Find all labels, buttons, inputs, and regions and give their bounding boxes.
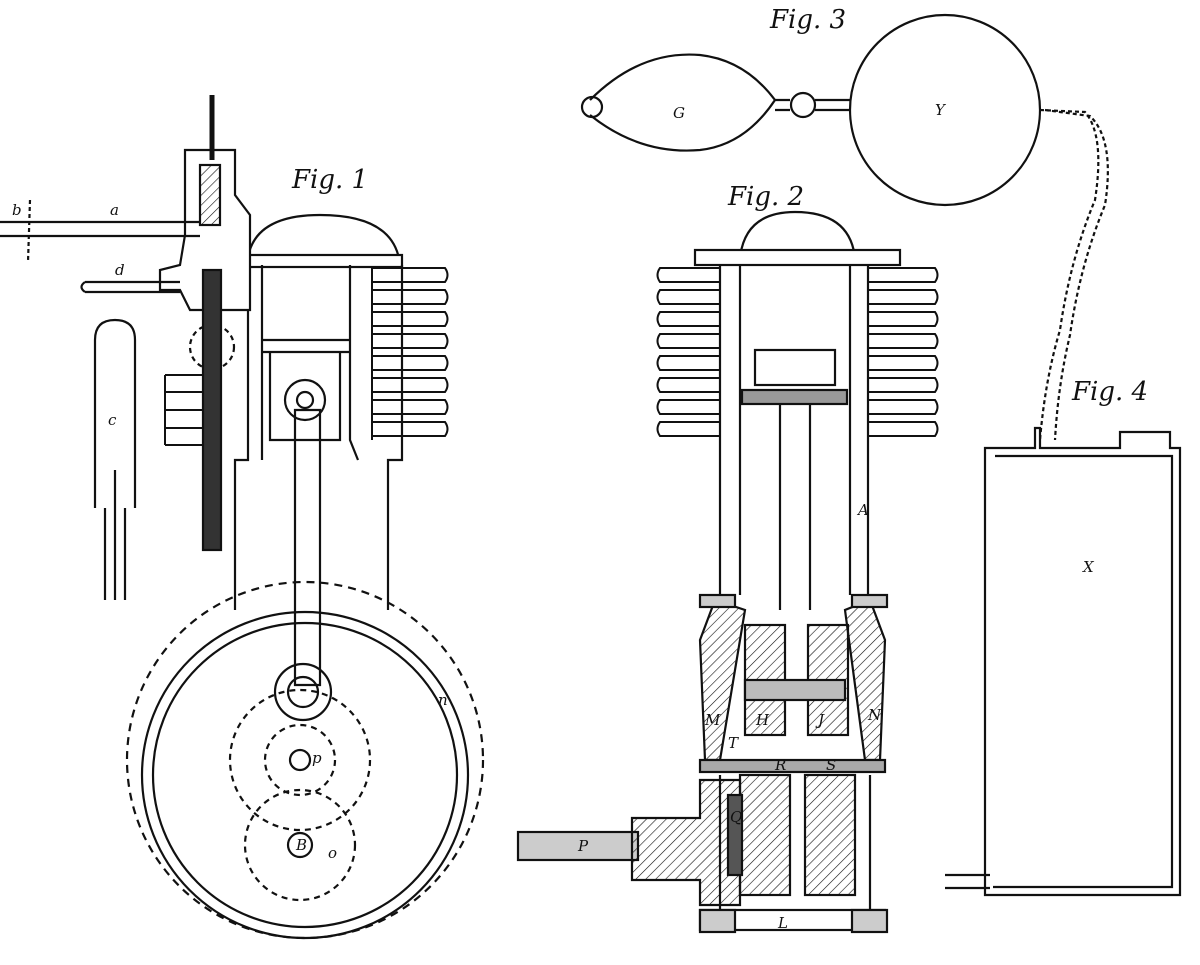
label-a: a (110, 201, 119, 219)
label-o: o (328, 844, 337, 862)
cylinder-right-wall (386, 265, 404, 610)
label-Q: Q (730, 808, 742, 826)
label-H: H (755, 711, 770, 729)
figure-captions: Fig. 1 Fig. 2 Fig. 3 Fig. 4 (291, 5, 1148, 407)
bulb-g (589, 53, 777, 152)
valve-rod (201, 268, 223, 552)
cooling-fins-fig2-right (868, 267, 939, 437)
label-Y: Y (935, 101, 947, 119)
label-p-small: p (312, 749, 322, 767)
connector-tube (1038, 108, 1100, 441)
label-N: N (867, 706, 882, 724)
label-R: R (774, 756, 786, 774)
figure-2-engine-section (516, 210, 939, 934)
label-P: P (577, 837, 589, 855)
bulb-y (848, 13, 1042, 207)
bulb-junction (789, 91, 817, 119)
cylinder-left-wall (233, 265, 250, 610)
fig-1-caption: Fig. 1 (291, 165, 368, 195)
connecting-rod (293, 408, 322, 687)
valve-housing (158, 148, 252, 312)
intake-pipe-a (0, 220, 200, 238)
label-X: X (1082, 558, 1095, 576)
label-L: L (777, 914, 788, 932)
label-d: d (115, 261, 125, 279)
piston-top (262, 338, 350, 354)
tank-x (983, 426, 1182, 897)
label-b: b (12, 201, 22, 219)
part-labels: b a d c p B o n A M N H J T R S Q P L G … (12, 101, 1095, 932)
pipe-d (85, 280, 180, 294)
fig-3-caption: Fig. 3 (769, 5, 846, 35)
figure-1-engine-side-view (0, 95, 485, 940)
cooling-fins-fig2-left (656, 267, 720, 437)
cooling-fins-fig1 (371, 267, 449, 440)
figure-4-tank (945, 426, 1182, 897)
tube-c (93, 318, 137, 508)
figure-3-bulbs (580, 13, 1109, 441)
label-S: S (826, 756, 836, 774)
crankcase-outer (140, 610, 470, 940)
fig-4-caption: Fig. 4 (1071, 377, 1148, 407)
label-G: G (673, 104, 685, 122)
label-T: T (728, 734, 739, 752)
label-M: M (704, 711, 721, 729)
label-n: n (438, 691, 448, 709)
fig-2-caption: Fig. 2 (727, 182, 804, 212)
label-c: c (108, 411, 117, 429)
shaft-p (516, 830, 640, 862)
label-A: A (856, 501, 869, 519)
label-B: B (295, 836, 307, 854)
label-J: J (815, 711, 825, 729)
fig2-head-dome (738, 210, 857, 259)
cylinder-head-dome (245, 213, 402, 266)
flywheel-dashed (125, 580, 485, 940)
piston-body (268, 352, 342, 442)
